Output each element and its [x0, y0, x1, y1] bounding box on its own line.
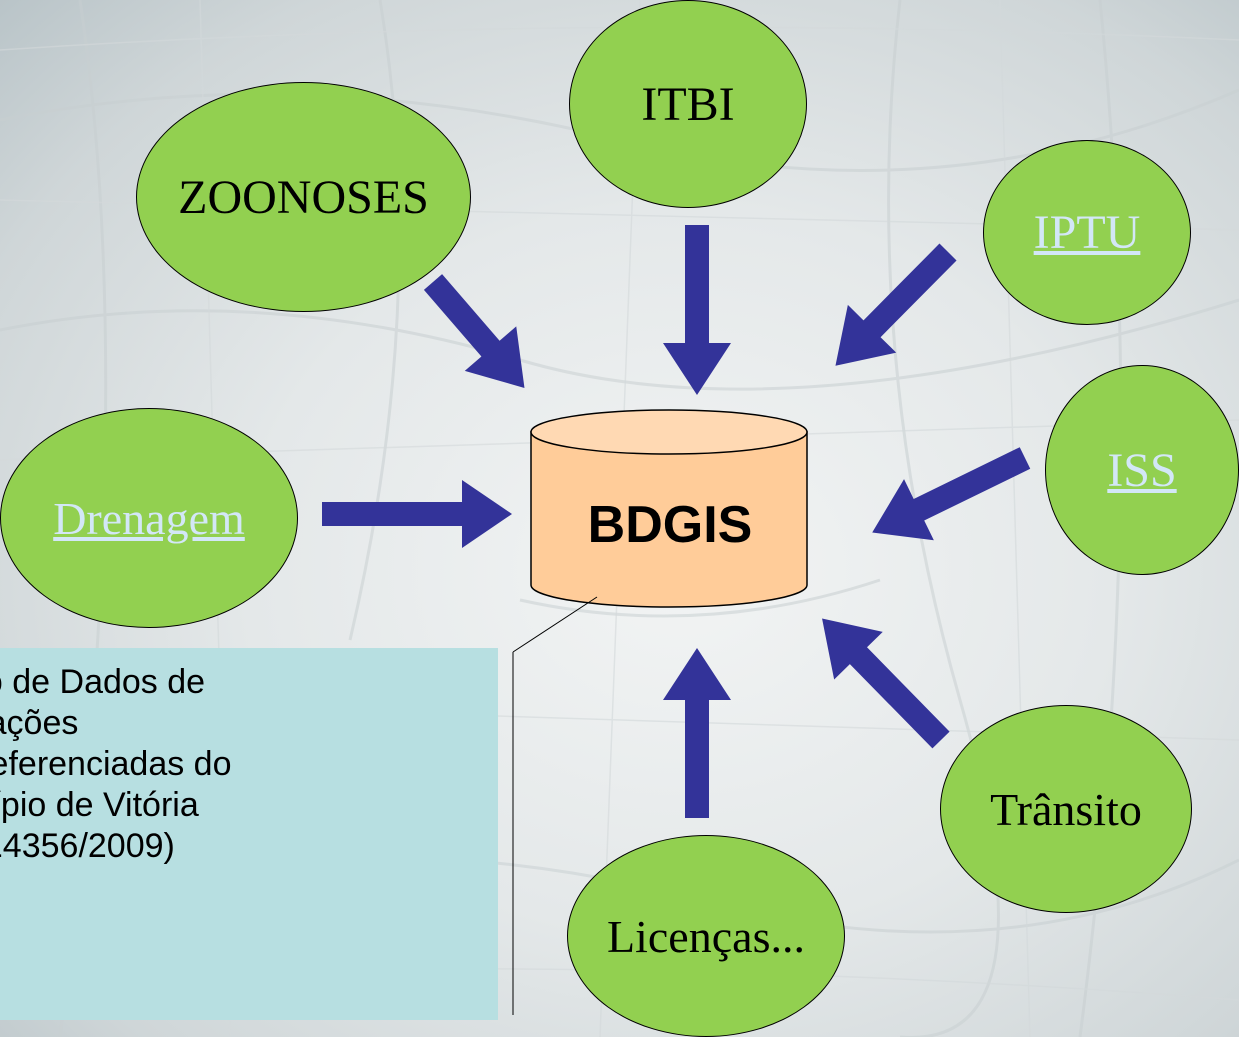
database-label: BDGIS	[587, 496, 753, 554]
node-licencas: Licenças...	[567, 835, 845, 1037]
node-zoonoses: ZOONOSES	[136, 82, 471, 312]
arrow-zoonoses-to-bdgis	[423, 274, 525, 388]
node-transito-label: Trânsito	[990, 783, 1142, 835]
arrow-licencas-to-bdgis	[663, 648, 731, 818]
arrow-iptu-to-bdgis	[835, 243, 957, 366]
arrow-iss-to-bdgis	[872, 447, 1031, 541]
node-licencas-label: Licenças...	[607, 910, 805, 962]
node-iptu-link[interactable]: IPTU	[1033, 206, 1141, 259]
database-cylinder	[530, 409, 808, 608]
node-iss-link[interactable]: ISS	[1107, 443, 1177, 497]
node-drenagem: Drenagem	[0, 408, 298, 628]
node-transito: Trânsito	[940, 705, 1192, 913]
callout-leader-line	[512, 596, 598, 653]
callout-text: nco de Dados de rmações orreferenciadas …	[0, 663, 232, 865]
callout-box: nco de Dados de rmações orreferenciadas …	[0, 648, 498, 1020]
arrow-drenagem-to-bdgis	[322, 480, 512, 548]
arrow-transito-to-bdgis	[822, 618, 950, 749]
node-iptu: IPTU	[983, 140, 1191, 325]
arrow-itbi-to-bdgis	[663, 225, 731, 395]
node-itbi: ITBI	[569, 0, 807, 208]
node-itbi-label: ITBI	[641, 77, 735, 131]
node-zoonoses-label: ZOONOSES	[178, 170, 429, 224]
node-drenagem-link[interactable]: Drenagem	[53, 492, 245, 544]
node-iss: ISS	[1045, 365, 1239, 575]
